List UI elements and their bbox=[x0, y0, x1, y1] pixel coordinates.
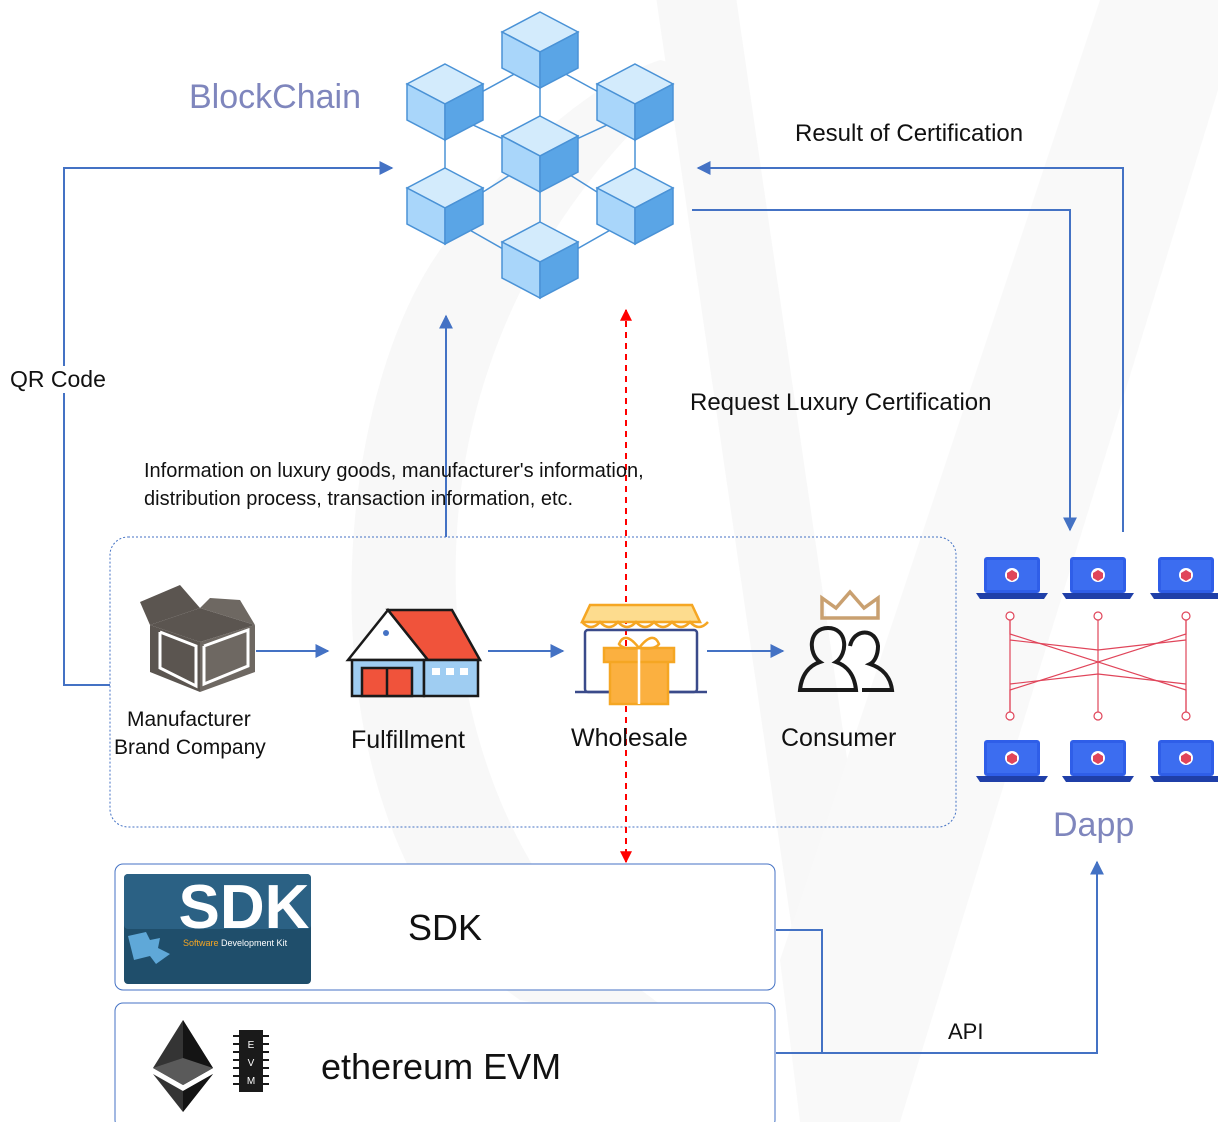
consumer-crown-icon bbox=[797, 589, 895, 692]
request-arrow bbox=[692, 209, 1077, 532]
request-label: Request Luxury Certification bbox=[690, 389, 992, 416]
evm-chip-icon: E V M bbox=[233, 1030, 269, 1092]
result-arrow bbox=[696, 161, 1124, 532]
sdk-logo-caption: Software Development Kit bbox=[183, 938, 288, 948]
blockchain-title: BlockChain bbox=[189, 78, 361, 116]
manufacturer-label-line1: Manufacturer bbox=[127, 708, 251, 731]
wholesale-label: Wholesale bbox=[571, 724, 688, 752]
sdk-logo: SDK Software Development Kit bbox=[124, 873, 311, 984]
sdk-logo-big-text: SDK bbox=[179, 873, 310, 942]
sdk-label: SDK bbox=[408, 907, 483, 948]
info-text-line2: distribution process, transaction inform… bbox=[144, 488, 574, 510]
result-label: Result of Certification bbox=[795, 120, 1024, 147]
consumer-label: Consumer bbox=[781, 724, 897, 752]
qr-code-arrow bbox=[63, 161, 394, 686]
ethereum-icon bbox=[153, 1020, 213, 1112]
blockchain-icon bbox=[406, 11, 674, 299]
api-label: API bbox=[948, 1019, 984, 1044]
fulfillment-label: Fulfillment bbox=[351, 726, 465, 754]
manufacturer-label-line2: Brand Company bbox=[114, 736, 266, 759]
evm-panel bbox=[114, 1002, 776, 1122]
qr-code-label: QR Code bbox=[10, 366, 106, 393]
api-arrow bbox=[822, 860, 1104, 1054]
info-text-line1: Information on luxury goods, manufacture… bbox=[144, 460, 644, 482]
process-box bbox=[109, 536, 957, 828]
sdk-connector bbox=[776, 929, 823, 1054]
dapp-network-icon bbox=[976, 557, 1218, 782]
evm-chip-letter-e: E bbox=[248, 1040, 255, 1051]
manufacturer-box-icon bbox=[140, 585, 255, 692]
evm-chip-letter-v: V bbox=[248, 1058, 255, 1069]
evm-chip-letter-m: M bbox=[247, 1076, 255, 1087]
store-gift-icon bbox=[575, 603, 709, 706]
evm-label: ethereum EVM bbox=[321, 1046, 562, 1087]
warehouse-icon bbox=[345, 607, 483, 698]
dapp-label: Dapp bbox=[1053, 806, 1135, 844]
